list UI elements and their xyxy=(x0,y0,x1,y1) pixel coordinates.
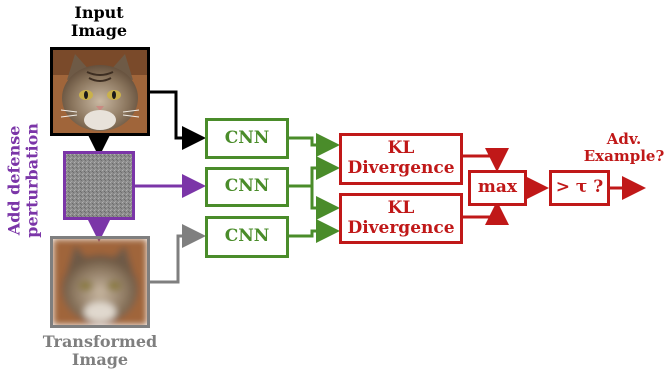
input-image-label: Input Image xyxy=(70,3,128,41)
max-block: max xyxy=(468,170,527,206)
transformed-image-label: Transformed Image xyxy=(42,332,158,370)
threshold-block: > τ ? xyxy=(549,170,610,206)
add-defense-perturbation-label: Add defense perturbation xyxy=(4,123,42,238)
cnn-block-2: CNN xyxy=(205,167,289,207)
input-cat-image xyxy=(50,47,150,136)
cnn-block-1: CNN xyxy=(205,118,289,159)
kl-divergence-block-2: KL Divergence xyxy=(339,193,463,244)
arrow-cnn1-to-kl1 xyxy=(289,133,340,157)
arrow-cnn2-to-kl1 xyxy=(289,156,340,188)
arrow-transformed-to-cnn3 xyxy=(150,224,206,284)
adv-example-label: Adv. Example? xyxy=(583,130,665,166)
arrow-cnn2-to-kl2 xyxy=(310,186,340,220)
kl-divergence-block-1: KL Divergence xyxy=(339,133,463,185)
arrow-cnn3-to-kl2 xyxy=(289,219,340,243)
blurred-cat-icon xyxy=(53,239,147,325)
cat-face-icon xyxy=(53,50,147,133)
noise-pattern-icon xyxy=(66,154,132,217)
arrow-input-to-cnn1 xyxy=(150,90,206,150)
defense-perturbation-noise xyxy=(63,151,135,220)
cnn-block-3: CNN xyxy=(205,216,289,258)
arrow-kl2-to-max xyxy=(463,201,509,225)
transformed-cat-image xyxy=(50,236,150,328)
arrow-kl1-to-max xyxy=(463,148,509,172)
